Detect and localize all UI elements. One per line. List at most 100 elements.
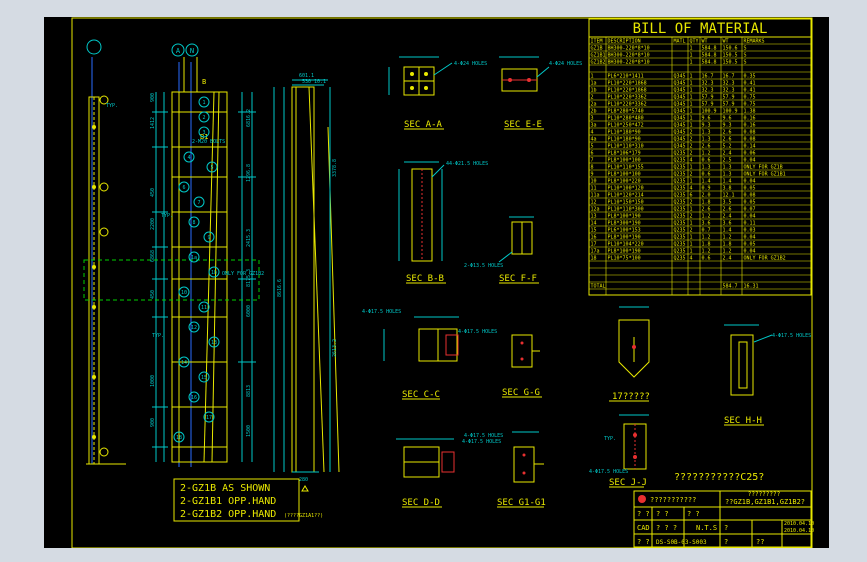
bom-cell: Q235 [674, 249, 686, 255]
tb-cell-1: ? ? [637, 510, 650, 518]
section-h-h-label: SEC H-H [724, 416, 762, 426]
bom-cell: 0.16 [744, 123, 756, 129]
grid-bubble-a: A [171, 43, 185, 57]
bom-cell: 1.2 [702, 214, 711, 220]
section-a-a-detail [388, 56, 453, 96]
bom-cell: 9.6 [702, 116, 711, 122]
bom-cell: 1 [690, 249, 693, 255]
part-bubble: 1a [188, 251, 200, 263]
bom-cell: 0.05 [744, 186, 756, 192]
bom-cell: 0.41 [744, 88, 756, 94]
part-bubble: 8 [188, 216, 200, 228]
bom-cell: 8 [591, 165, 594, 171]
bom-cell: PL10*100*120 [608, 186, 644, 192]
note-line-1: 2-GZ1B AS SHOWN [180, 483, 270, 494]
part-bubble: 17 [203, 411, 215, 423]
section-h-h-detail [724, 324, 773, 396]
bom-cell: Q345 [674, 81, 686, 87]
bom-cell: 0.04 [744, 214, 756, 220]
svg-text:9: 9 [207, 235, 210, 241]
bom-cell: 584.8 [702, 60, 717, 66]
bom-cell: 16 [591, 235, 597, 241]
bom-cell: Q235 [674, 207, 686, 213]
section-f-f-label: SEC F-F [499, 274, 537, 284]
bom-cell: ONLY FOR GZ1B2 [744, 256, 786, 262]
bom-cell: 0.11 [744, 221, 756, 227]
bom-cell: 0.04 [744, 158, 756, 164]
bom-cell: 12 [591, 200, 597, 206]
bom-cell: 1.2 [702, 151, 711, 157]
bom-cell: 1.3 [702, 165, 711, 171]
bom-cell: ONLY FOR GZ1B [744, 165, 783, 171]
svg-text:16: 16 [191, 395, 197, 401]
bom-cell: PL8*100*220 [608, 179, 641, 185]
part-bubble: 6 [178, 181, 190, 193]
bom-cell: S [744, 60, 747, 66]
bolts-g1-note: 4-Φ17.5 HOLES [464, 433, 503, 439]
part-bubble: 18 [173, 431, 185, 443]
bom-cell: 0.6 [702, 172, 711, 178]
bom-cell: 2 [690, 228, 693, 234]
bolts-b-note: 44-Φ21.5 HOLES [446, 161, 488, 167]
bom-cell: Q345 [674, 109, 686, 115]
bom-cell: 584.8 [702, 53, 717, 59]
elevation-dim-right: 8175.3 [246, 269, 252, 287]
bom-cell: PL10*110*300 [608, 207, 644, 213]
title-block: ???????????C25? ??????????? ????????? ??… [633, 472, 814, 548]
elevation-dim-left: 2200 [150, 218, 156, 230]
part-bubble: 3 [198, 126, 210, 138]
bom-cell: 1 [690, 179, 693, 185]
bom-cell: 5.2 [723, 144, 732, 150]
tb-drawing-no: DS-S0B-03-S003 [656, 539, 707, 546]
bolts-h-note: 4-Φ17.5 HOLES [772, 333, 811, 339]
bom-cell: 1.2 [702, 249, 711, 255]
bom-cell: 0.07 [744, 207, 756, 213]
bom-cell: 32.3 [723, 88, 735, 94]
bom-cell: 2 [690, 200, 693, 206]
bom-cell: 6 [690, 193, 693, 199]
bom-cell: 12a [591, 207, 600, 213]
bom-cell: 1a [591, 81, 597, 87]
svg-text:N: N [190, 47, 194, 55]
bom-cell: 100.9 [702, 109, 717, 115]
bolts-a-note: 4-Φ24 HOLES [454, 61, 487, 67]
bolts-d-note: 4-Φ17.5 HOLES [462, 439, 501, 445]
bom-cell: GZ1B2 [591, 60, 606, 66]
bom-cell: 2.0 [702, 193, 711, 199]
bom-cell: 3.6 [723, 221, 732, 227]
bom-cell: 0.75 [744, 95, 756, 101]
bom-cell: 2b [591, 109, 597, 115]
bom-cell: Q345 [674, 74, 686, 80]
bom-cell: 150.5 [723, 53, 738, 59]
bom-cell: 0.06 [744, 151, 756, 157]
note-line-2: 2-GZ1B1 OPP.HAND [180, 496, 276, 507]
part-bubble: 1 [198, 96, 210, 108]
bom-cell: 57.9 [702, 95, 714, 101]
bom-cell: 2.6 [723, 207, 732, 213]
bom-cell: 0.03 [744, 228, 756, 234]
bom-cell: 10 [591, 179, 597, 185]
elevation-dim-right: 1296.8 [246, 164, 252, 182]
section-g1-g1-label: SEC G1-G1 [497, 498, 546, 508]
bom-cell: 0.75 [744, 102, 756, 108]
part-bubble: 10 [178, 286, 190, 298]
bom-cell: PL10*110*155 [608, 165, 644, 171]
bom-cell: 2.4 [723, 151, 732, 157]
bom-cell: 9 [591, 172, 594, 178]
svg-text:10: 10 [181, 290, 187, 296]
bom-cell: GZ1B1 [591, 53, 606, 59]
section-c-c-detail [383, 316, 459, 362]
bom-cell: 1.3 [702, 130, 711, 136]
part-bubble: 12 [188, 321, 200, 333]
side-dim: 10.1 [314, 79, 326, 85]
tb-date-2: 2010.04.10 [784, 528, 814, 534]
tb-cell-3: ? ? [687, 510, 700, 518]
bom-header-cell: QTY [690, 39, 699, 45]
bom-cell: 2.6 [723, 130, 732, 136]
company-name: ??????????? [650, 496, 696, 504]
section-b-b-detail [398, 161, 445, 262]
bom-cell: 16.7 [723, 74, 735, 80]
bom-cell: Q345 [674, 95, 686, 101]
drawing-name-top: ????????? [748, 491, 781, 498]
